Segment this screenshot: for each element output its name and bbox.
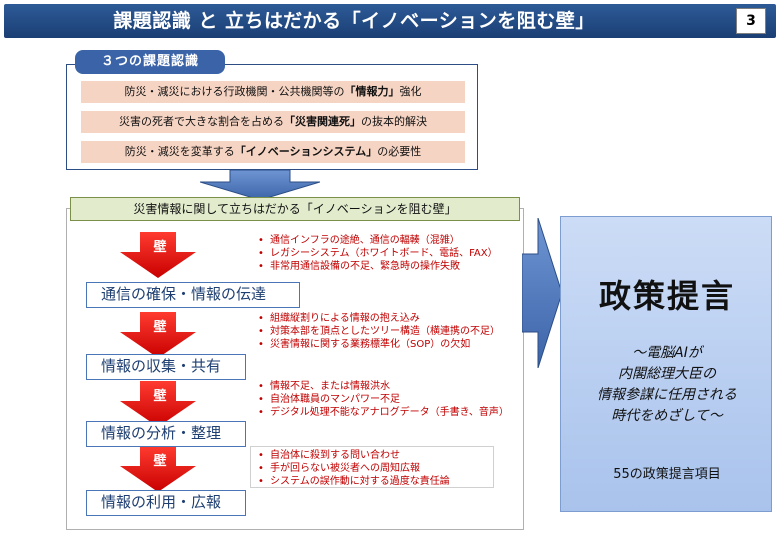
issue-keyword: 「災害関連死」 bbox=[284, 115, 361, 128]
down-arrow-icon bbox=[200, 170, 320, 200]
policy-subtitle-line: 内閣総理大臣の bbox=[618, 366, 716, 382]
policy-count: 55の政策提言項目 bbox=[613, 467, 721, 482]
bullet-item: 情報不足、または情報洪水 bbox=[258, 380, 509, 393]
wall-arrow-icon bbox=[120, 381, 196, 427]
bullet-item: 自治体に殺到する問い合わせ bbox=[258, 449, 450, 462]
bullet-item: 災害情報に関する業務標準化（SOP）の欠如 bbox=[258, 338, 500, 351]
page-number: 3 bbox=[736, 8, 766, 34]
policy-subtitle-line: 時代をめざして～ bbox=[611, 408, 723, 424]
barriers-header: 災害情報に関して立ちはだかる「イノベーションを阻む壁」 bbox=[70, 197, 520, 221]
wall-label: 壁 bbox=[153, 240, 167, 255]
step-collection: 情報の収集・共有 bbox=[86, 354, 246, 380]
bullet-list-analysis: 情報不足、または情報洪水 自治体職員のマンパワー不足 デジタル処理不能なアナログ… bbox=[258, 380, 509, 419]
issue-text: 防災・減災を変革する bbox=[124, 145, 235, 158]
policy-title: 政策提言 bbox=[598, 277, 735, 315]
bullet-item: デジタル処理不能なアナログデータ（手書き、音声） bbox=[258, 406, 509, 419]
bullet-item: 非常用通信設備の不足、緊急時の操作失敗 bbox=[258, 260, 498, 273]
issue-text: 災害の死者で大きな割合を占める bbox=[119, 115, 284, 128]
bullet-item: レガシーシステム（ホワイトボード、電話、FAX） bbox=[258, 247, 498, 260]
issue-keyword: 「情報力」 bbox=[344, 85, 400, 98]
wall-arrow-icon bbox=[120, 312, 196, 358]
issue-item: 防災・減災を変革する「イノベーションシステム」の必要性 bbox=[81, 141, 465, 163]
bullet-item: 通信インフラの途絶、通信の輻輳（混雑） bbox=[258, 234, 498, 247]
issue-text: の抜本的解決 bbox=[361, 115, 427, 128]
policy-box: 政策提言 ～電脳AIが 内閣総理大臣の 情報参謀に任用される 時代をめざして～ … bbox=[560, 216, 772, 512]
step-communication: 通信の確保・情報の伝達 bbox=[86, 282, 300, 308]
step-usage: 情報の利用・広報 bbox=[86, 490, 246, 516]
bullet-item: 手が回らない被災者への周知広報 bbox=[258, 462, 450, 475]
issue-item: 災害の死者で大きな割合を占める「災害関連死」の抜本的解決 bbox=[81, 111, 465, 133]
policy-subtitle-line: ～電脳AIが bbox=[632, 345, 702, 361]
wall-arrow-icon bbox=[120, 446, 196, 492]
bullet-item: 組織縦割りによる情報の抱え込み bbox=[258, 312, 500, 325]
slide-title: 課題認識 と 立ちはだかる「イノベーションを阻む壁」 bbox=[113, 10, 595, 32]
issue-text: 強化 bbox=[399, 85, 422, 98]
issue-keyword: 「イノベーションシステム」 bbox=[234, 145, 378, 158]
bullet-list-communication: 通信インフラの途絶、通信の輻輳（混雑） レガシーシステム（ホワイトボード、電話、… bbox=[258, 234, 498, 273]
title-bar: 課題認識 と 立ちはだかる「イノベーションを阻む壁」 3 bbox=[4, 4, 776, 38]
bullet-list-collection: 組織縦割りによる情報の抱え込み 対策本部を頂点としたツリー構造（横連携の不足） … bbox=[258, 312, 500, 351]
policy-subtitle-line: 情報参謀に任用される bbox=[597, 387, 737, 403]
right-arrow-icon bbox=[522, 218, 562, 368]
wall-label: 壁 bbox=[153, 320, 167, 335]
bullet-list-usage: 自治体に殺到する問い合わせ 手が回らない被災者への周知広報 システムの誤作動に対… bbox=[258, 449, 450, 488]
bullet-item: システムの誤作動に対する過度な責任論 bbox=[258, 475, 450, 488]
issues-label: ３つの課題認識 bbox=[75, 50, 225, 74]
issue-text: 防災・減災における行政機関・公共機関等の bbox=[124, 85, 345, 98]
bullet-item: 自治体職員のマンパワー不足 bbox=[258, 393, 509, 406]
step-analysis: 情報の分析・整理 bbox=[86, 421, 246, 447]
issue-item: 防災・減災における行政機関・公共機関等の「情報力」強化 bbox=[81, 81, 465, 103]
policy-subtitle: ～電脳AIが 内閣総理大臣の 情報参謀に任用される 時代をめざして～ bbox=[561, 343, 773, 427]
wall-arrow-icon bbox=[120, 232, 196, 278]
bullet-item: 対策本部を頂点としたツリー構造（横連携の不足） bbox=[258, 325, 500, 338]
wall-label: 壁 bbox=[153, 454, 167, 469]
wall-label: 壁 bbox=[153, 389, 167, 404]
issues-box: 防災・減災における行政機関・公共機関等の「情報力」強化 災害の死者で大きな割合を… bbox=[66, 64, 478, 170]
issue-text: の必要性 bbox=[377, 145, 422, 158]
